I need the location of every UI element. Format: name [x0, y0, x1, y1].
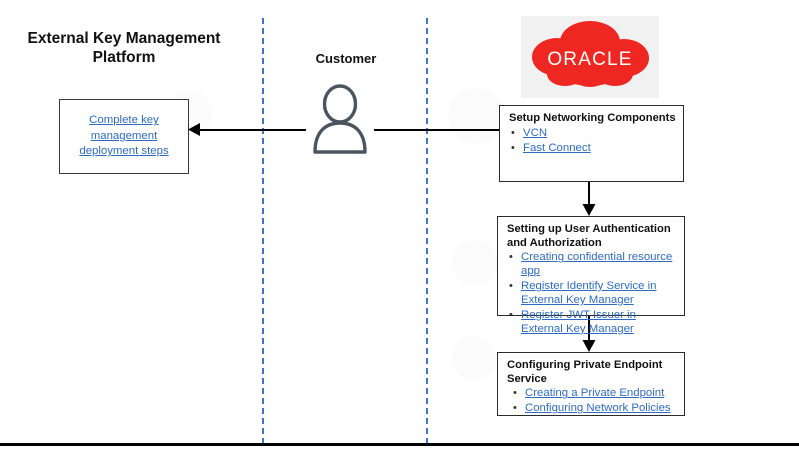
connector-actor-to-deployment	[196, 129, 306, 131]
fast-connect-link[interactable]: Fast Connect	[523, 141, 591, 154]
lane-divider-left	[262, 18, 264, 444]
setup-networking-components-box: Setup Networking Components VCN Fast Con…	[499, 105, 684, 182]
box-title: Setting up User Authentication and Autho…	[507, 223, 671, 249]
box-item-list: Creating confidential resource app Regis…	[507, 251, 677, 336]
box-title: Configuring Private Endpoint Service	[507, 359, 663, 385]
vcn-link[interactable]: VCN	[523, 126, 548, 139]
box-title: Setup Networking Components	[509, 112, 676, 124]
oracle-cloud-logo: ORACLE	[521, 16, 659, 98]
oracle-logo-text: ORACLE	[547, 49, 632, 70]
arrowhead-left-icon	[188, 122, 200, 137]
configuring-network-policies-link[interactable]: Configuring Network Policies	[525, 402, 671, 415]
lane-divider-right	[426, 18, 428, 444]
list-item: Register Identify Service in External Ke…	[507, 280, 677, 308]
configuring-private-endpoint-service-box: Configuring Private Endpoint Service Cre…	[497, 352, 685, 416]
list-item: Fast Connect	[509, 142, 676, 156]
deployment-steps-box: Complete key management deployment steps	[59, 99, 189, 174]
list-item: Creating confidential resource app	[507, 251, 677, 279]
box-item-list: Creating a Private Endpoint Configuring …	[507, 387, 677, 416]
background-blob	[452, 240, 498, 286]
list-item: Creating a Private Endpoint	[507, 387, 677, 401]
complete-key-management-deployment-steps-link[interactable]: Complete key management deployment steps	[79, 114, 169, 158]
customer-lane-label: Customer	[315, 51, 377, 66]
creating-confidential-resource-app-link[interactable]: Creating confidential resource app	[521, 251, 673, 278]
register-jwt-issuer-link[interactable]: Register JWT Issuer in External Key Mana…	[521, 308, 636, 335]
creating-a-private-endpoint-link[interactable]: Creating a Private Endpoint	[525, 387, 665, 400]
register-identify-service-link[interactable]: Register Identify Service in External Ke…	[521, 280, 657, 307]
background-blob	[452, 336, 496, 380]
bottom-divider	[0, 443, 799, 446]
connector-networking-to-auth	[582, 182, 596, 216]
list-item: Configuring Network Policies	[507, 402, 677, 416]
background-blob	[448, 88, 504, 144]
user-authentication-authorization-box: Setting up User Authentication and Autho…	[497, 216, 685, 335]
list-item: Register JWT Issuer in External Key Mana…	[507, 309, 677, 337]
list-item: VCN	[509, 127, 676, 141]
customer-person-icon	[306, 82, 374, 158]
connector-networking-to-actor	[374, 129, 499, 131]
page-title: External Key Management Platform	[27, 30, 221, 67]
box-item-list: VCN Fast Connect	[509, 127, 676, 156]
